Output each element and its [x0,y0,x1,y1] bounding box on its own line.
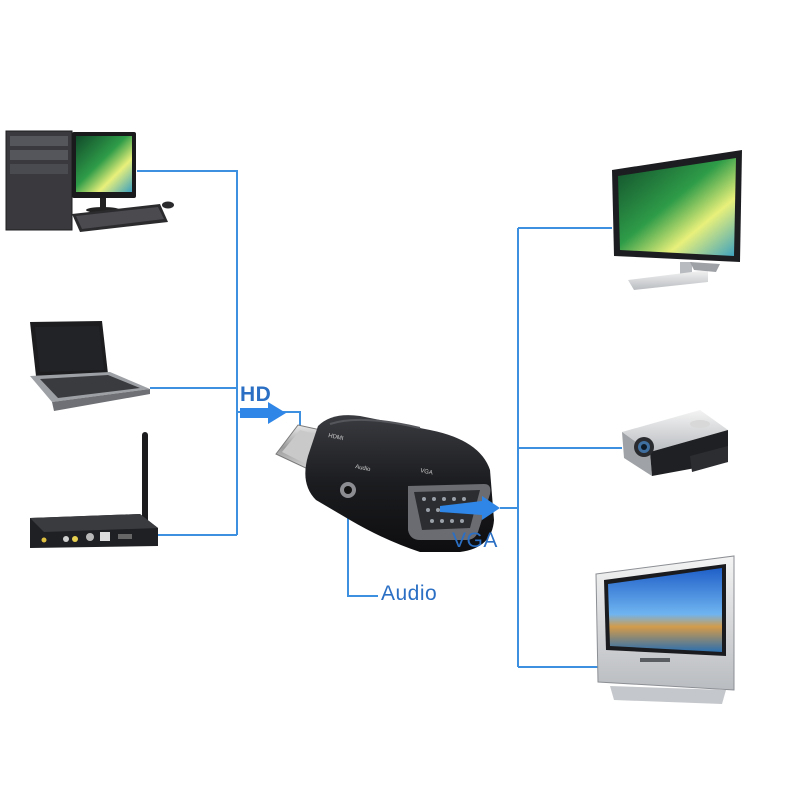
connector-lines [137,170,622,668]
vga-output-label: VGA [452,529,498,552]
adapter-hdmi-marking: HDMI [328,433,345,442]
vga-output-arrow [440,496,500,520]
wifi-router-icon [30,432,158,548]
adapter-vga-marking: VGA [420,468,434,477]
hdmi-input-label: HD [240,383,272,406]
hdmi-input-arrow [237,402,301,430]
hdmi-vga-adapter: HDMI Audio VGA [275,415,500,552]
desktop-computer-icon [5,130,174,232]
audio-link-line [347,490,378,597]
desktop-link-line [137,170,238,535]
audio-output-label: Audio [381,582,438,605]
adapter-audio-marking: Audio [355,464,372,473]
lcd-monitor-icon [612,150,742,290]
crt-tv-icon [595,555,735,704]
laptop-icon [30,321,150,411]
projector-icon [622,410,728,476]
